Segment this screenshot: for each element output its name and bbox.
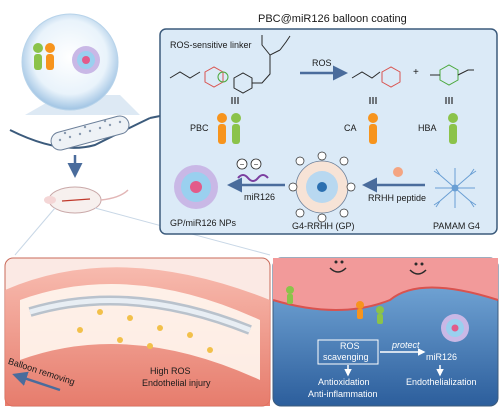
- rrhh-label: RRHH peptide: [368, 193, 427, 203]
- hba-label: HBA: [418, 123, 437, 133]
- ca-person-icon: [368, 113, 378, 144]
- ros-label: ROS: [312, 58, 332, 68]
- panel-title: PBC@miR126 balloon coating: [258, 13, 407, 25]
- svg-text:−: −: [254, 160, 259, 169]
- balloon-catheter: [9, 115, 161, 151]
- hba-person-icon: [448, 113, 458, 144]
- ca-label: CA: [344, 123, 357, 133]
- coating-panel: [159, 28, 498, 235]
- pbc-people-icon: [217, 113, 241, 144]
- cell-panel: [272, 257, 499, 407]
- ca-molecule: [351, 66, 401, 88]
- gp-mir126-nanoparticle: [174, 165, 218, 209]
- anti-inflammation-label: Anti-inflammation: [308, 389, 378, 399]
- zoom-line: [14, 207, 56, 256]
- mir126-label: miR126: [244, 192, 276, 202]
- pamam-dendrimer: [433, 168, 477, 208]
- plus-label: +: [413, 67, 419, 78]
- mouse-icon: [44, 186, 129, 214]
- gp-nps-label: GP/miR126 NPs: [170, 218, 237, 228]
- svg-text:−: −: [240, 160, 245, 169]
- ros-linker-label: ROS-sensitive linker: [170, 40, 252, 50]
- g4-rrhh-dendrimer: [295, 160, 349, 214]
- protect-label: protect: [392, 340, 420, 350]
- nanoparticle-icon: [72, 46, 100, 74]
- pbc-label: PBC: [190, 123, 209, 133]
- mir126-cell-label: miR126: [426, 352, 458, 362]
- coating-bubble: [21, 13, 140, 115]
- high-ros-label: High ROS: [150, 366, 191, 376]
- hba-molecule: [430, 64, 474, 86]
- antioxidation-label: Antioxidation: [318, 377, 370, 387]
- positive-charges: [288, 151, 356, 223]
- endothelial-injury-label: Endothelial injury: [142, 378, 211, 388]
- g4-rrhh-label: G4-RRHH (GP): [292, 221, 355, 231]
- ros-scavenging-label-1: ROS: [340, 341, 360, 351]
- endothelialization-label: Endothelialization: [406, 377, 477, 387]
- balloon-removing-arrow: [12, 371, 61, 392]
- pamam-label: PAMAM G4: [433, 221, 480, 231]
- rrhh-peptide-icon: [393, 167, 403, 177]
- mir126-strand: − −: [236, 158, 269, 182]
- people-icon: [33, 43, 55, 70]
- pbc-molecule: [169, 35, 291, 94]
- vessel-panel: [4, 257, 271, 407]
- ros-scavenging-label-2: scavenging: [323, 352, 369, 362]
